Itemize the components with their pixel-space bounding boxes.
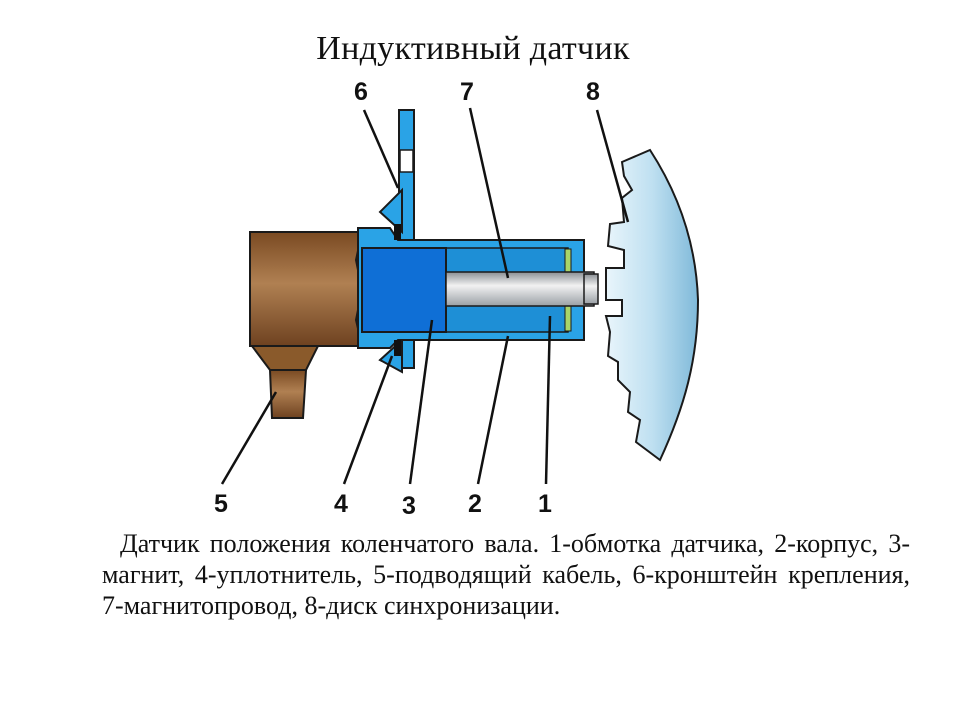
- leader-1: [544, 315, 552, 485]
- caption: Датчик положения коленчатого вала. 1-обм…: [102, 529, 910, 620]
- seal-top: [394, 224, 401, 240]
- leader-2: [476, 335, 510, 485]
- callout-4: 4: [334, 490, 348, 518]
- diagram-title: Индуктивный датчик: [316, 30, 630, 67]
- seal-bottom: [394, 340, 401, 356]
- callout-8: 8: [586, 78, 600, 106]
- leader-7: [468, 107, 510, 279]
- callout-3: 3: [402, 492, 416, 520]
- leader-6: [362, 109, 400, 189]
- magnetic-core: [445, 271, 599, 307]
- leader-3: [408, 319, 434, 485]
- callout-5: 5: [214, 490, 228, 518]
- sync-disc: [604, 148, 700, 462]
- cable: [249, 231, 364, 419]
- callout-1: 1: [538, 490, 552, 518]
- callout-7: 7: [460, 78, 474, 106]
- leader-8: [595, 109, 630, 223]
- leader-5: [220, 391, 278, 485]
- callout-6: 6: [354, 78, 368, 106]
- leader-lines: [220, 107, 630, 485]
- leader-4: [342, 355, 394, 485]
- magnet: [361, 247, 447, 333]
- cable-taper: [250, 345, 320, 371]
- callout-2: 2: [468, 490, 482, 518]
- cable-connector: [249, 231, 364, 347]
